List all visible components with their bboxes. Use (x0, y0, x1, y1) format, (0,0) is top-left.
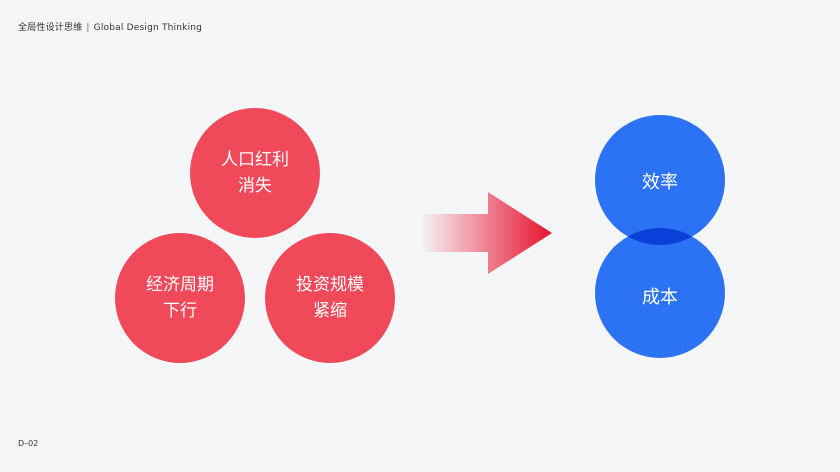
right-arrow-icon (420, 192, 552, 274)
header-separator: | (86, 23, 90, 33)
page-number: D–02 (18, 439, 39, 448)
circle-efficiency (595, 115, 725, 245)
header-title-cn: 全局性设计思维 (18, 23, 83, 33)
label-cost: 成本 (642, 287, 678, 308)
overlap-lens (595, 228, 725, 245)
circle-investment-scale: 投资规模 紧缩 (265, 233, 395, 363)
page-header: 全局性设计思维|Global Design Thinking (18, 20, 202, 33)
header-title-en: Global Design Thinking (93, 23, 203, 33)
circle-top-line1: 人口红利 (221, 150, 289, 170)
label-efficiency: 效率 (642, 172, 678, 193)
circle-right-line2: 紧缩 (313, 301, 347, 321)
circle-left-line1: 经济周期 (146, 275, 214, 295)
circle-economic-cycle: 经济周期 下行 (115, 233, 245, 363)
circle-right-line1: 投资规模 (296, 275, 364, 295)
circle-left-line2: 下行 (163, 301, 197, 321)
circle-demographic-dividend: 人口红利 消失 (190, 108, 320, 238)
circle-cost (595, 228, 725, 358)
circle-top-line2: 消失 (238, 176, 272, 196)
